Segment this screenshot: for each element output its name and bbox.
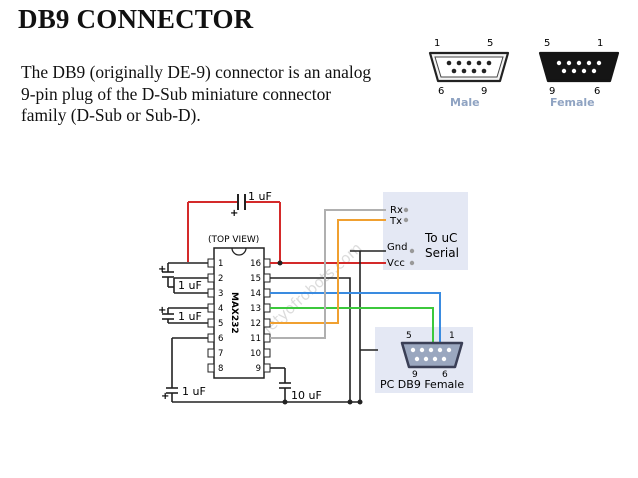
cap-top-label: 1 uF — [248, 190, 272, 203]
pc-db9-connector — [400, 341, 464, 369]
db9-connector-images: 1 5 6 9 Male 5 1 9 6 Female — [428, 38, 620, 109]
male-pin-6-label: 6 — [438, 86, 444, 97]
female-pin-9-label: 9 — [549, 86, 555, 97]
description-text: The DB9 (originally DE-9) connector is a… — [21, 62, 372, 125]
female-pin-6-label: 6 — [594, 86, 600, 97]
db9-pin-6-label: 6 — [442, 370, 448, 380]
max232-chip — [213, 247, 265, 379]
cap-left-upper-polarity: + — [158, 264, 166, 275]
pin-label: 1 — [218, 259, 223, 269]
vcc-label: Vcc — [387, 258, 405, 269]
pin-label: 10 — [250, 349, 261, 359]
top-view-label: (TOP VIEW) — [208, 235, 259, 245]
cap-left-lower-polarity: + — [158, 305, 166, 316]
cap-bottom-left-polarity: + — [161, 391, 169, 402]
gnd-label: Gnd — [387, 242, 407, 253]
db9-pin-5-label: 5 — [406, 331, 412, 341]
male-pin-5-label: 5 — [487, 38, 493, 49]
pin-label: 13 — [250, 304, 261, 314]
female-pin-5-label: 5 — [544, 38, 550, 49]
uc-label: To uC — [424, 231, 457, 245]
cap-bottom-right-label: 10 uF — [291, 389, 322, 402]
male-connector: 1 5 6 9 Male — [428, 38, 510, 109]
male-label: Male — [450, 96, 480, 109]
male-pin-9-label: 9 — [481, 86, 487, 97]
uc-serial-pins: Rx Tx Gnd Vcc — [387, 205, 407, 269]
female-connector: 5 1 9 6 Female — [538, 38, 620, 109]
male-pin-1-label: 1 — [434, 38, 440, 49]
female-pin-1-label: 1 — [597, 38, 603, 49]
db9-pin-1-label: 1 — [449, 331, 455, 341]
female-label: Female — [550, 96, 595, 109]
pin-labels-right: 16 15 14 13 12 11 10 9 — [250, 259, 261, 374]
pin-label: 5 — [218, 319, 223, 329]
pin-label: 3 — [218, 289, 223, 299]
uc-serial-box — [383, 192, 468, 270]
max232-schematic: www.societyofrobots.com 1 uF + (TOP VIEW… — [158, 190, 473, 405]
pin-label: 8 — [218, 364, 223, 374]
pc-db9-caption: PC DB9 Female — [380, 378, 464, 391]
cap-bottom-left-label: 1 uF — [182, 385, 206, 398]
pin-label: 9 — [256, 364, 261, 374]
pin-label: 11 — [250, 334, 261, 344]
page-title: DB9 CONNECTOR — [18, 4, 254, 34]
cap-top-polarity: + — [230, 208, 238, 219]
cap-left-lower-label: 1 uF — [178, 310, 202, 323]
rx-label: Rx — [390, 205, 403, 216]
chip-name: MAX232 — [229, 292, 239, 334]
pin-label: 6 — [218, 334, 223, 344]
pin-labels-left: 1 2 3 4 5 6 7 8 — [218, 259, 223, 374]
pin-label: 7 — [218, 349, 223, 359]
pin-label: 2 — [218, 274, 223, 284]
pin-label: 16 — [250, 259, 261, 269]
db9-pin-9-label: 9 — [412, 370, 418, 380]
pin-label: 12 — [250, 319, 261, 329]
pin-label: 15 — [250, 274, 261, 284]
tx-label: Tx — [389, 216, 402, 227]
serial-label: Serial — [425, 246, 459, 260]
pin-label: 4 — [218, 304, 223, 314]
cap-left-upper-label: 1 uF — [178, 279, 202, 292]
pin-label: 14 — [250, 289, 261, 299]
